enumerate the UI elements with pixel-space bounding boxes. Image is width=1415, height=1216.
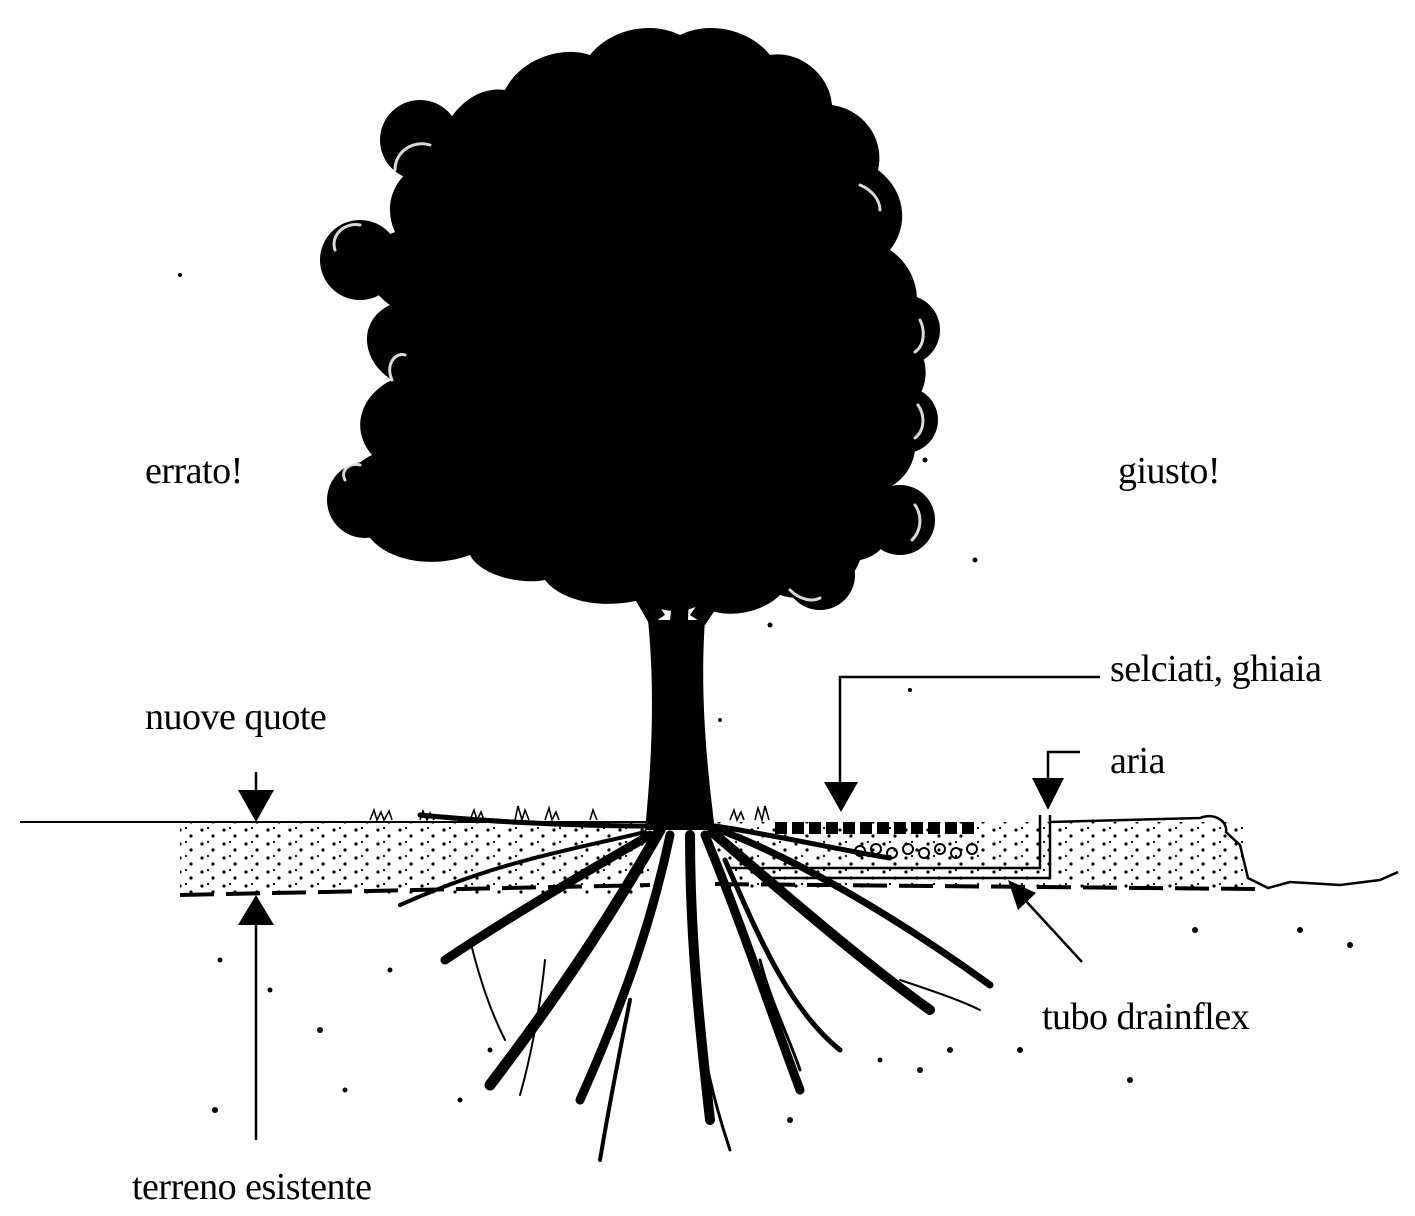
label-new-levels: nuove quote — [145, 698, 326, 736]
arrow-paving-gravel — [824, 677, 1100, 812]
arrow-drain-pipe — [1008, 880, 1082, 962]
label-air: aria — [1110, 742, 1165, 780]
label-wrong: errato! — [145, 452, 243, 490]
arrow-existing-soil — [238, 895, 274, 1140]
label-right: giusto! — [1118, 452, 1220, 490]
label-drain-pipe: tubo drainflex — [1042, 998, 1249, 1036]
arrow-air — [1032, 752, 1080, 810]
arrow-new-levels — [238, 772, 274, 822]
tree-crown — [320, 28, 940, 614]
label-existing-soil: terreno esistente — [132, 1168, 371, 1206]
label-paving-gravel: selciati, ghiaia — [1110, 650, 1321, 688]
